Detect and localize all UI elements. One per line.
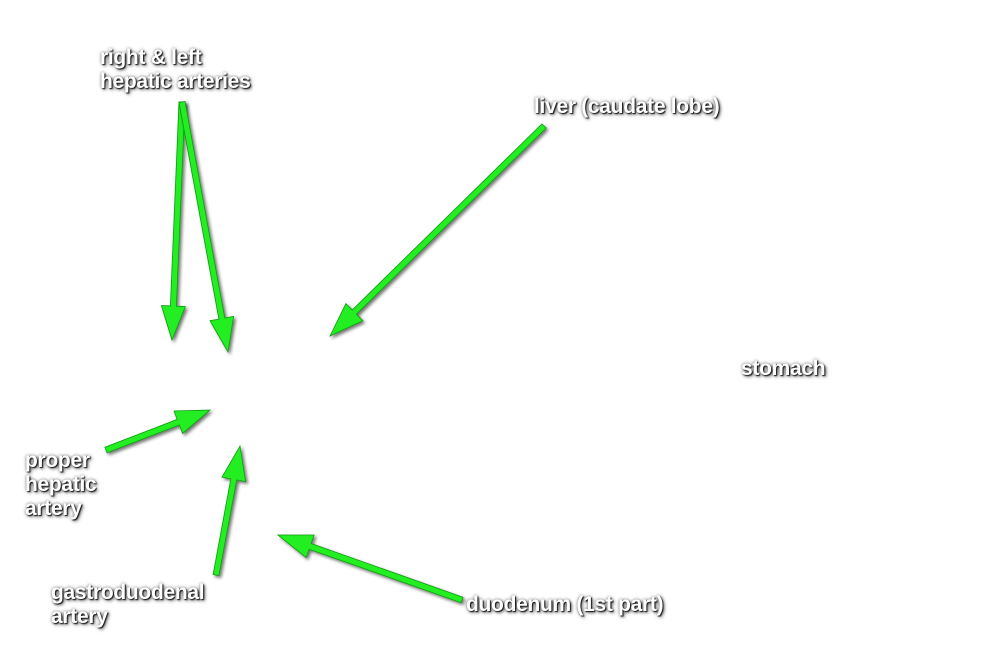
label-line: hepatic arteries: [100, 70, 251, 93]
label-line: gastroduodenal: [51, 581, 205, 604]
label-duodenum-1st-part: duodenum (1st part): [466, 593, 664, 617]
label-line: stomach: [741, 357, 826, 380]
arrow-gastroduodenal-artery: [212, 444, 247, 576]
label-liver-caudate-lobe: liver (caudate lobe): [534, 95, 720, 119]
arrow-right-hepatic-artery: [160, 101, 186, 342]
label-line: duodenum (1st part): [466, 593, 664, 616]
label-proper-hepatic-artery: proper hepatic artery: [25, 449, 97, 521]
arrow-left-hepatic-artery: [178, 101, 235, 354]
label-line: proper: [25, 449, 90, 472]
label-line: artery: [25, 497, 82, 520]
label-line: right & left: [100, 46, 202, 69]
arrow-duodenum: [276, 534, 464, 604]
arrow-proper-hepatic-artery: [104, 409, 212, 454]
label-stomach: stomach: [741, 357, 826, 381]
label-line: hepatic: [25, 473, 97, 496]
arrow-liver-caudate-lobe: [329, 123, 547, 337]
label-line: liver (caudate lobe): [534, 95, 720, 118]
label-hepatic-arteries: right & left hepatic arteries: [100, 46, 251, 94]
label-line: artery: [51, 605, 108, 628]
label-gastroduodenal-artery: gastroduodenal artery: [51, 581, 205, 629]
